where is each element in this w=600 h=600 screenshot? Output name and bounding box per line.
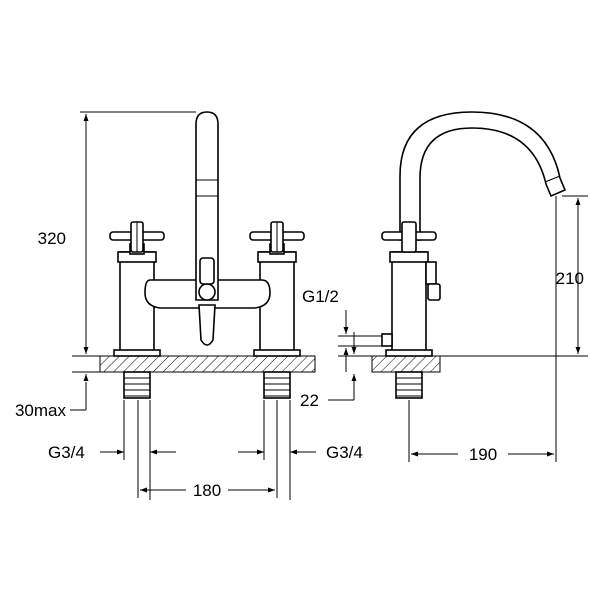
spout-height-dimension <box>440 195 588 357</box>
inlet-right-dimension <box>238 400 316 500</box>
side-body <box>381 221 441 357</box>
left-inlet-thread <box>123 371 151 399</box>
reach-dimension <box>408 196 557 462</box>
side-deck <box>371 355 441 373</box>
outlet-thread-dimension <box>338 310 382 372</box>
deck-thickness-label: 30max <box>15 401 67 420</box>
outlet-thread-label: G1/2 <box>302 287 339 306</box>
right-tap <box>249 221 305 357</box>
reach-label: 190 <box>469 445 497 464</box>
front-view: 320 30max G3/4 G3/4 <box>15 111 363 500</box>
inlet-left-label: G3/4 <box>48 443 85 462</box>
side-spout <box>399 111 567 241</box>
side-view: 210 G1/2 22 190 <box>300 111 588 464</box>
right-inlet-thread <box>263 371 291 399</box>
outlet-drop-label: 22 <box>300 391 319 410</box>
outlet-drop-dimension <box>328 332 372 401</box>
centres-label: 180 <box>193 481 221 500</box>
inlet-left-dimension <box>100 400 176 500</box>
centres-dimension <box>137 400 278 498</box>
height-dimension <box>72 111 196 357</box>
front-spout <box>195 111 219 346</box>
spout-height-label: 210 <box>556 269 584 288</box>
left-tap <box>109 221 165 357</box>
deck-thickness-dimension <box>70 371 100 411</box>
side-inlet-thread <box>395 371 423 399</box>
height-label: 320 <box>38 229 66 248</box>
front-deck <box>99 355 316 373</box>
inlet-right-label: G3/4 <box>326 443 363 462</box>
